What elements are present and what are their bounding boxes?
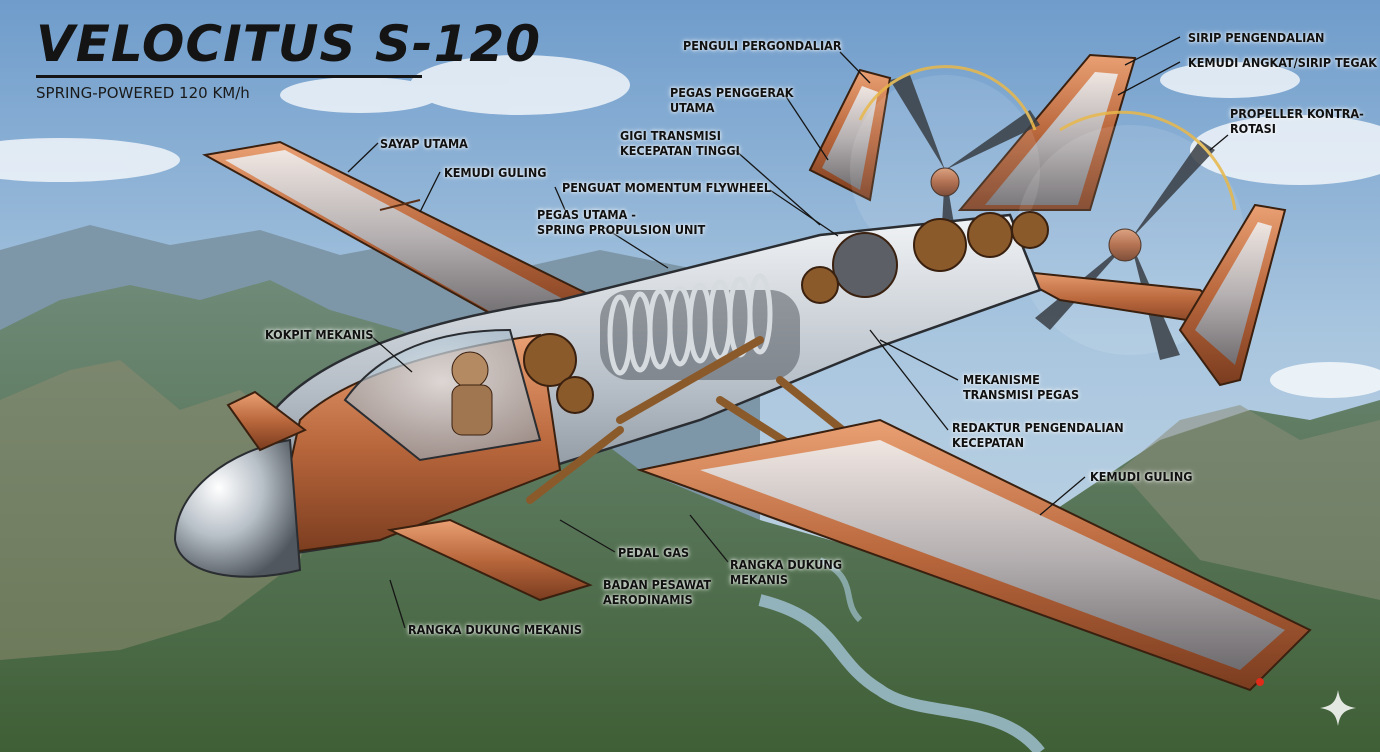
label-rangka-dukung-bottom: RANGKA DUKUNG MEKANIS xyxy=(408,622,582,637)
label-kemudi-guling-left: KEMUDI GULING xyxy=(444,165,547,180)
label-propeller-kontra: PROPELLER KONTRA- ROTASI xyxy=(1230,106,1364,136)
lower-main-wing xyxy=(636,418,1312,692)
cockpit xyxy=(343,328,542,462)
vertical-rudder xyxy=(957,53,1137,211)
page-subtitle: SPRING-POWERED 120 KM/h xyxy=(36,84,250,102)
label-kemudi-guling-right: KEMUDI GULING xyxy=(1090,469,1193,484)
label-badan-pesawat: BADAN PESAWAT AERODINAMIS xyxy=(603,577,712,607)
label-redaktur: REDAKTUR PENGENDALIAN KECEPATAN xyxy=(952,420,1124,450)
label-pedal-gas: PEDAL GAS xyxy=(618,545,690,560)
label-pegas-penggerak: PEGAS PENGGERAK UTAMA xyxy=(670,85,794,115)
label-gigi-transmisi: GIGI TRANSMISI KECEPATAN TINGGI xyxy=(620,128,740,158)
label-penguat-momentum: PENGUAT MOMENTUM FLYWHEEL xyxy=(562,180,771,195)
title-underline xyxy=(36,75,422,78)
main-spring xyxy=(600,273,800,380)
label-pegas-utama: PEGAS UTAMA - SPRING PROPULSION UNIT xyxy=(537,207,706,237)
label-kokpit-mekanis: KOKPIT MEKANIS xyxy=(265,327,374,342)
label-penguli-pergondaliar: PENGULI PERGONDALIAR xyxy=(683,38,842,53)
label-sayap-utama: SAYAP UTAMA xyxy=(380,136,468,151)
sparkle-icon xyxy=(1320,690,1356,726)
nose-cone xyxy=(173,438,302,578)
label-rangka-dukung-center: RANGKA DUKUNG MEKANIS xyxy=(730,557,843,587)
fuselage xyxy=(173,211,1049,578)
label-kemudi-angkat: KEMUDI ANGKAT/SIRIP TEGAK xyxy=(1188,55,1378,70)
label-mekanisme-transmisi: MEKANISME TRANSMISI PEGAS xyxy=(963,372,1080,402)
canard-upper xyxy=(226,390,307,452)
callout-lines xyxy=(347,36,1229,629)
gear-train xyxy=(523,211,1049,414)
label-sirip-pengendalian: SIRIP PENGENDALIAN xyxy=(1188,30,1325,45)
page-title: VELOCITUS S-120 xyxy=(36,15,541,73)
canard-lower xyxy=(386,518,593,602)
horizontal-stabilizer xyxy=(1004,203,1287,387)
